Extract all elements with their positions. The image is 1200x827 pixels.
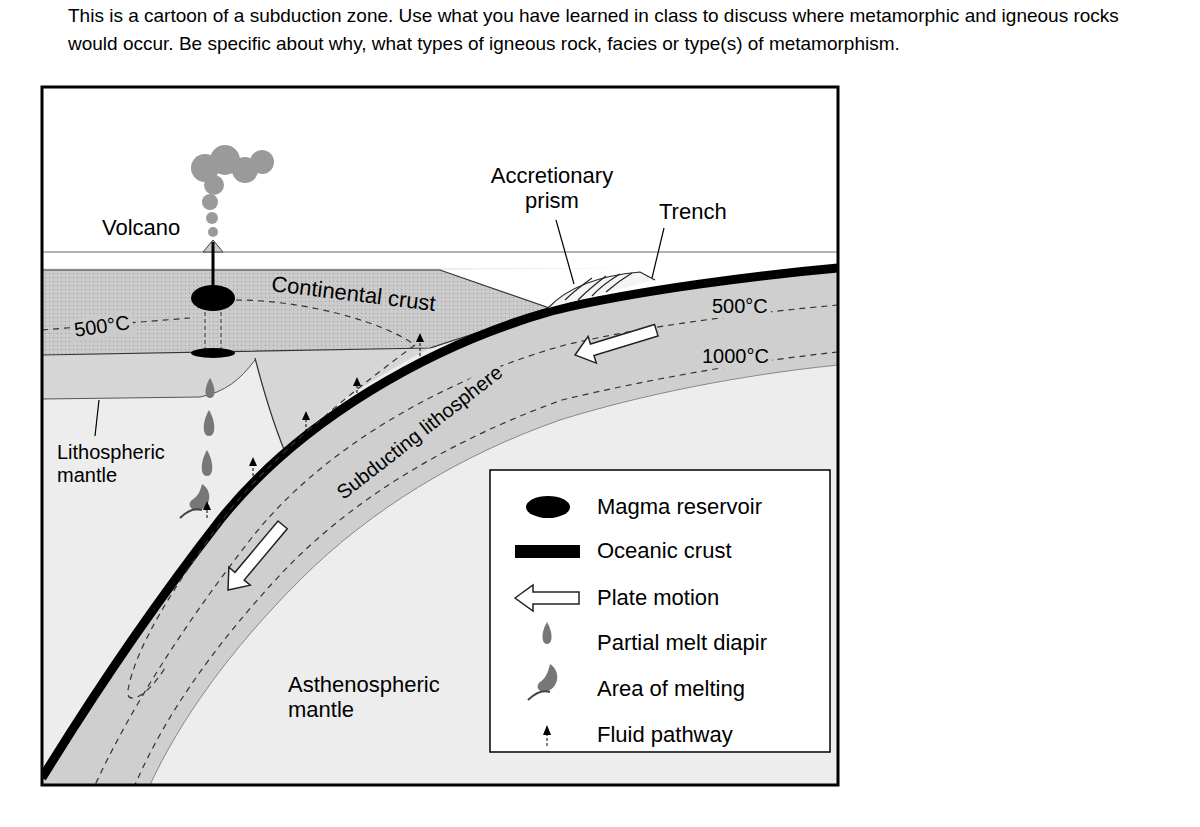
cross-section [42, 87, 838, 785]
isotherms [42, 300, 838, 785]
legend-box [490, 470, 830, 752]
prism-label: Accretionary prism [467, 163, 637, 213]
partial-melt-diapirs [180, 378, 215, 518]
oceanic-crust [42, 268, 838, 778]
legend-text: Oceanic crust [597, 538, 732, 564]
asthenosphere [42, 268, 838, 785]
fluid-pathways [203, 333, 424, 518]
volcano-label: Volcano [102, 215, 180, 240]
mantle-label: Asthenospheric mantle [288, 672, 468, 722]
legend-text: Area of melting [597, 676, 745, 702]
legend-text: Fluid pathway [597, 722, 733, 748]
accretionary-prism [548, 272, 655, 308]
volcano [191, 145, 274, 358]
frame [42, 87, 838, 785]
legend-text: Plate motion [597, 585, 719, 611]
trench-label: Trench [659, 199, 727, 224]
legend-text: Partial melt diapir [597, 630, 767, 656]
subducting-slab [42, 268, 838, 785]
sea-surface [42, 251, 838, 253]
leader-lines [95, 220, 664, 436]
legend-text: Magma reservoir [597, 494, 762, 520]
isotherm-label: 500°C [709, 295, 771, 318]
question-prompt: This is a cartoon of a subduction zone. … [68, 2, 1170, 58]
mantle-label: Lithospheric mantle [57, 441, 187, 487]
isotherm-label: 1000°C [699, 345, 772, 368]
